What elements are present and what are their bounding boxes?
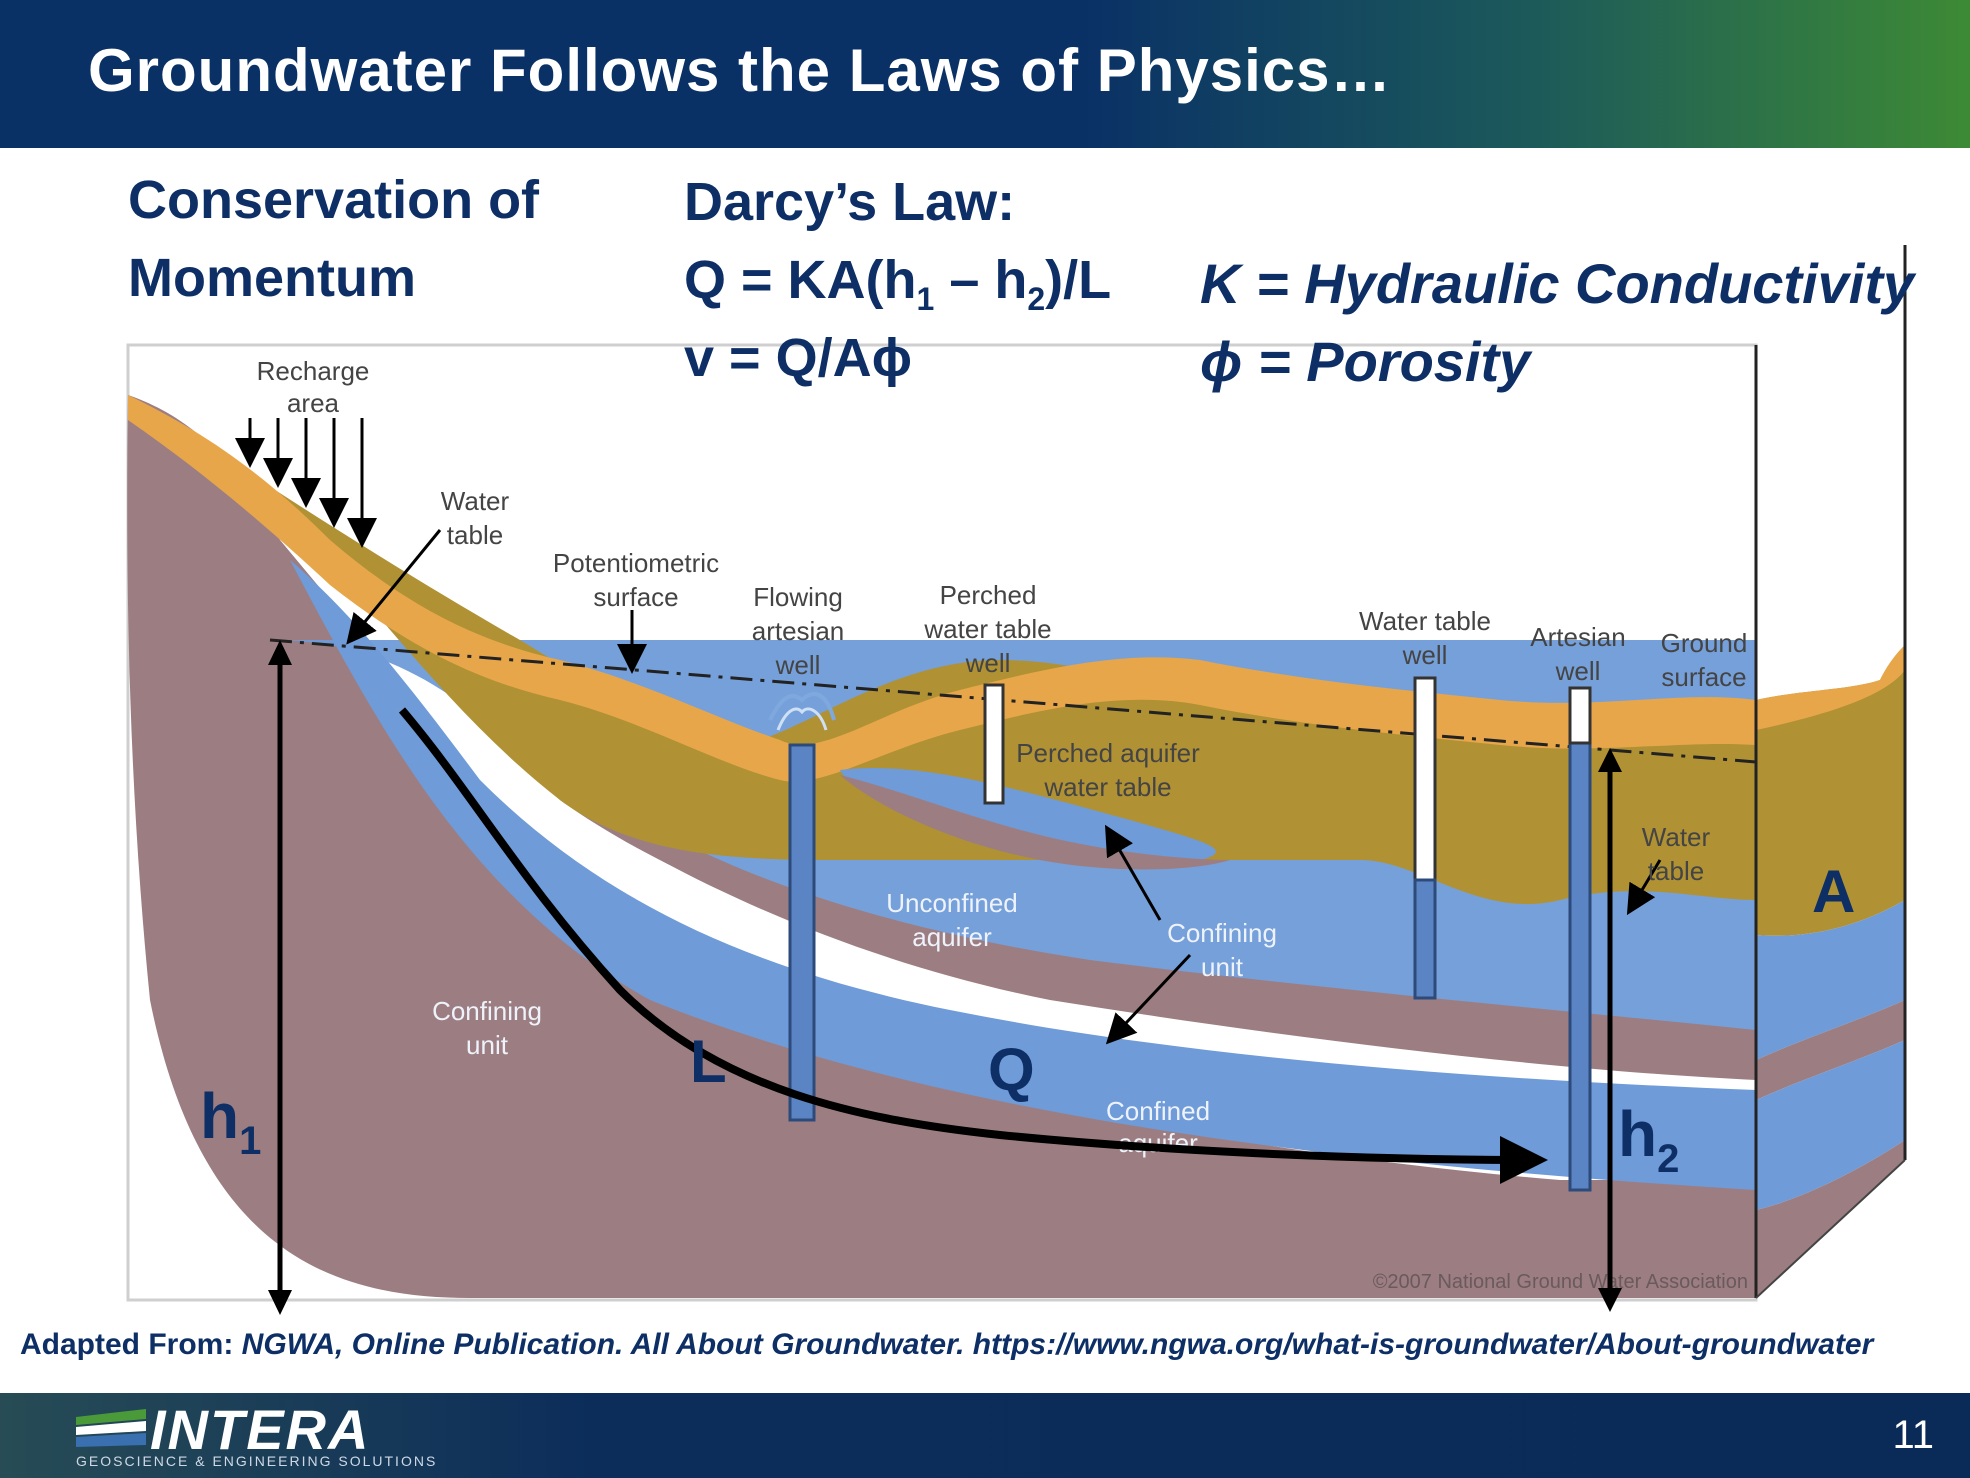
label-unconfined-2: aquifer — [912, 922, 992, 952]
darcy-equation-q: Q = KA(h1 – h2)/L — [684, 250, 1112, 317]
var-L: L — [690, 1028, 727, 1095]
label-wt-well-1: Water table — [1359, 606, 1491, 636]
label-perched-well-1: Perched — [940, 580, 1037, 610]
right-block-brown — [1756, 1000, 1905, 1100]
flowing-artesian-well — [768, 692, 836, 1122]
flow-path-arrow — [398, 707, 1548, 1184]
var-h2: h2 — [1618, 1098, 1679, 1181]
label-water-table-left-2: table — [447, 520, 503, 550]
ground-surface-layer — [128, 395, 1756, 782]
intera-logo-text: INTERA — [150, 1398, 371, 1461]
darcy-equation-v: v = Q/Aϕ — [684, 328, 913, 388]
slide-footer: INTERA GEOSCIENCE & ENGINEERING SOLUTION… — [0, 1393, 1970, 1478]
water-table-pointer-left — [346, 529, 442, 645]
label-confining-left-2: unit — [466, 1030, 509, 1060]
confining-pointer-up — [1104, 824, 1162, 921]
label-potentiometric-1: Potentiometric — [553, 548, 719, 578]
label-copyright: ©2007 National Ground Water Association — [1373, 1271, 1748, 1293]
confining-pointer-down — [1105, 953, 1192, 1045]
label-water-table-left-1: Water — [441, 486, 510, 516]
right-block-surface — [1756, 645, 1905, 730]
label-flowing-1: Flowing — [753, 582, 843, 612]
var-Q: Q — [988, 1036, 1035, 1103]
label-perched-aquifer-1: Perched aquifer — [1016, 738, 1200, 768]
label-artesian-2: well — [1555, 656, 1601, 686]
page-number: 11 — [1892, 1413, 1934, 1457]
label-artesian-1: Artesian — [1530, 622, 1625, 652]
water-table-pointer-right — [1626, 859, 1662, 916]
h2-arrow-top — [1598, 748, 1622, 772]
label-flowing-2: artesian — [752, 616, 845, 646]
right-block-blue — [1756, 900, 1905, 1060]
label-perched-well-3: well — [965, 648, 1011, 678]
var-h1: h1 — [200, 1080, 261, 1163]
recharge-arrows — [235, 418, 377, 548]
intera-logo-icon — [76, 1409, 146, 1447]
label-recharge-area: area — [287, 388, 340, 418]
perched-confining-lens — [840, 775, 1230, 870]
label-perched-aquifer-2: water table — [1043, 772, 1171, 802]
h2-arrow-bottom — [1598, 1288, 1622, 1312]
right-block-blue-lower — [1756, 1040, 1905, 1210]
label-unconfined-1: Unconfined — [886, 888, 1018, 918]
label-water-table-right-2: table — [1648, 856, 1704, 886]
momentum-title-line1: Conservation of — [128, 170, 540, 230]
right-block-base — [1756, 1140, 1905, 1298]
var-A: A — [1812, 858, 1855, 925]
artesian-well — [1568, 686, 1592, 1192]
label-recharge: Recharge — [257, 356, 370, 386]
h1-arrow-bottom — [268, 1290, 292, 1315]
water-table-well — [1413, 676, 1437, 1000]
slide-title: Groundwater Follows the Laws of Physics… — [88, 37, 1392, 104]
label-perched-well-2: water table — [923, 614, 1051, 644]
right-block-bottom — [1755, 1159, 1906, 1299]
label-confining-mid-2: unit — [1201, 952, 1244, 982]
source-citation: Adapted From: NGWA, Online Publication. … — [20, 1328, 1874, 1361]
soil-olive-layer — [128, 395, 1756, 905]
label-confined-1: Confined — [1106, 1096, 1210, 1126]
perched-water-table-well — [983, 683, 1005, 805]
label-ground-1: Ground — [1661, 628, 1748, 658]
definition-k: K = Hydraulic Conductivity — [1200, 252, 1915, 315]
darcy-heading: Darcy’s Law: — [684, 172, 1016, 232]
label-potentiometric-2: surface — [593, 582, 678, 612]
confining-unit-upper — [560, 790, 1756, 1060]
slide-header: Groundwater Follows the Laws of Physics… — [0, 0, 1970, 148]
label-flowing-3: well — [775, 650, 821, 680]
label-confining-mid-1: Confining — [1167, 918, 1277, 948]
potentiometric-surface-line — [269, 638, 1757, 764]
label-wt-well-2: well — [1402, 640, 1448, 670]
definition-phi: ϕ = Porosity — [1200, 330, 1531, 393]
intera-logo-tagline: GEOSCIENCE & ENGINEERING SOLUTIONS — [76, 1453, 438, 1469]
momentum-title-line2: Momentum — [128, 248, 416, 308]
h1-arrow-top — [268, 640, 292, 665]
label-ground-2: surface — [1661, 662, 1746, 692]
label-confining-left-1: Confining — [432, 996, 542, 1026]
bedrock-layer — [127, 395, 1756, 1298]
label-water-table-right-1: Water — [1642, 822, 1711, 852]
